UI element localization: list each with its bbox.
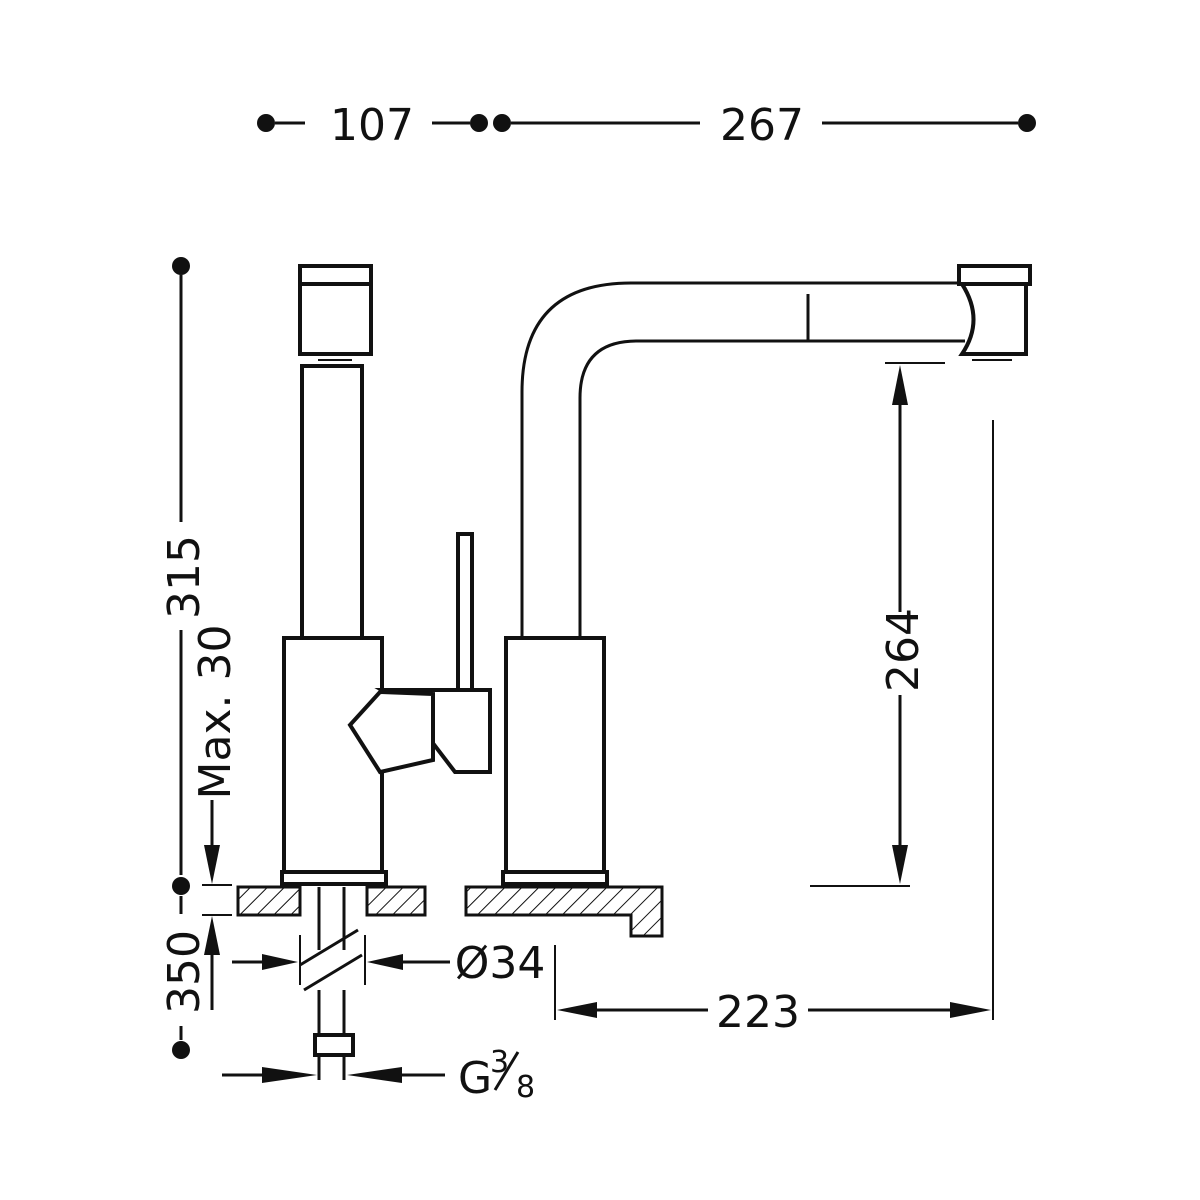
thread-label-numerator: 3 [490, 1045, 509, 1080]
dimension-thread-g38: G 3 8 [222, 1045, 535, 1105]
dimension-diameter-34: Ø34 [232, 935, 545, 989]
dimension-label-107: 107 [330, 100, 414, 151]
top-dimension-267: 267 [493, 100, 1036, 151]
faucet-side-view [280, 264, 492, 1080]
faucet-front-view [501, 264, 1032, 886]
dimension-label-diameter: Ø34 [455, 938, 546, 989]
top-dimension-107: 107 [257, 100, 488, 151]
thread-label-g: G [458, 1053, 492, 1104]
dimension-label-350: 350 [159, 930, 210, 1014]
thread-label-denominator: 8 [516, 1070, 535, 1105]
dimension-label-267: 267 [720, 100, 804, 151]
dimension-label-223: 223 [716, 987, 800, 1038]
left-vertical-dimensions: 315 350 Max. 30 [159, 257, 241, 1059]
countertop-section [236, 885, 664, 938]
dimension-label-264: 264 [878, 608, 929, 692]
dimension-label-max-30: Max. 30 [190, 625, 241, 800]
dimension-reach-223: 223 [554, 420, 994, 1038]
dimension-label-315: 315 [159, 535, 210, 619]
dimension-spout-height-264: 264 [810, 362, 945, 887]
